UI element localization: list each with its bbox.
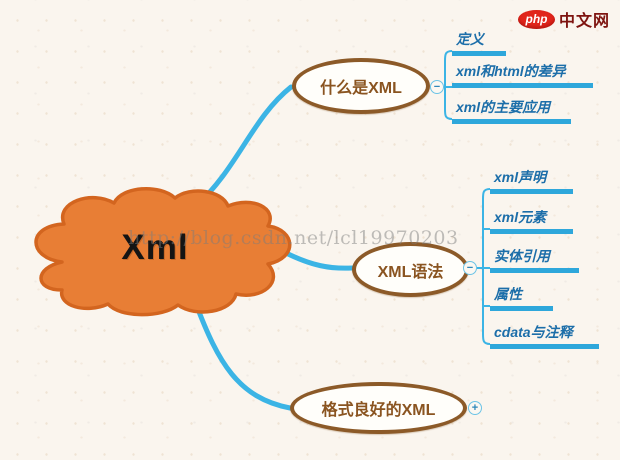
leaf-topic-xml-html-difference[interactable]: xml和html的差异: [452, 62, 593, 88]
leaf-topic-xml-declaration[interactable]: xml声明: [490, 168, 573, 194]
root-node-label[interactable]: Xml: [121, 228, 189, 267]
watermark-url: http://blog.csdn.net/lcl19970203: [128, 227, 459, 249]
root-cloud-shape[interactable]: [34, 186, 292, 317]
php-logo-badge: php: [517, 9, 555, 29]
branch-curve-xml-syntax: [281, 249, 355, 271]
leaf-topic-definition[interactable]: 定义: [452, 30, 506, 56]
branch-curve-well-formed-xml: [193, 301, 293, 411]
leaf-topic-attributes[interactable]: 属性: [490, 285, 553, 311]
branch-node-xml-syntax[interactable]: XML语法: [352, 242, 469, 297]
branch-node-label: 什么是XML: [320, 80, 402, 97]
branch-node-label: XML语法: [377, 263, 444, 281]
leaf-topic-xml-main-uses[interactable]: xml的主要应用: [452, 98, 571, 124]
branch-node-well-formed-xml[interactable]: 格式良好的XML: [290, 382, 467, 434]
collapse-toggle-xml-syntax[interactable]: −: [463, 261, 477, 275]
leaf-topic-cdata-comments[interactable]: cdata与注释: [490, 323, 599, 349]
site-logo: php 中文网: [517, 7, 610, 31]
branch-node-what-is-xml[interactable]: 什么是XML: [292, 58, 430, 114]
expand-toggle-well-formed-xml[interactable]: +: [468, 401, 482, 415]
branch-curve-what-is-xml: [193, 84, 294, 209]
collapse-toggle-what-is-xml[interactable]: −: [430, 80, 444, 94]
branch-node-label: 格式良好的XML: [321, 402, 436, 419]
children-bracket-2: [482, 188, 491, 345]
leaf-topic-xml-elements[interactable]: xml元素: [490, 208, 573, 234]
leaf-topic-entity-references[interactable]: 实体引用: [490, 247, 579, 273]
children-bracket-1: [444, 50, 453, 120]
site-logo-text: 中文网: [558, 13, 610, 30]
